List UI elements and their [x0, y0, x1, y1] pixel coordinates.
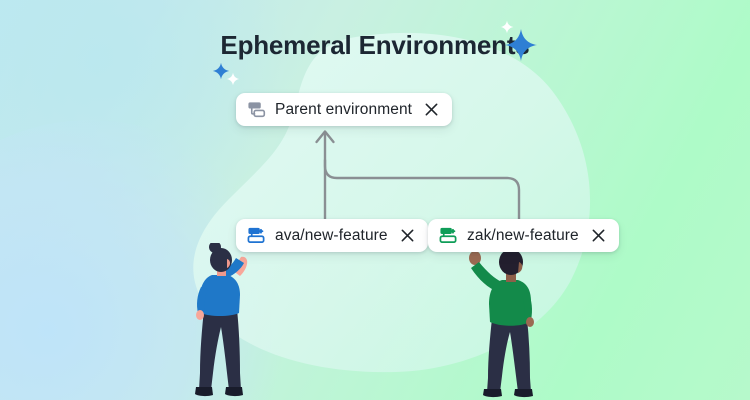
background-wash-bottom-left — [0, 120, 300, 400]
person-illustration-left — [195, 243, 248, 397]
close-icon[interactable] — [424, 102, 439, 117]
sparkle-icon-blue-small — [212, 62, 230, 80]
node-parent-environment[interactable]: Parent environment — [236, 93, 453, 126]
branch-environment-icon — [248, 102, 266, 118]
branch-add-icon — [439, 227, 457, 244]
node-label: zak/new-feature — [467, 226, 579, 244]
connector-zak-to-parent — [323, 158, 521, 222]
node-label: ava/new-feature — [275, 226, 388, 244]
node-label: Parent environment — [275, 100, 413, 118]
close-icon[interactable] — [400, 228, 415, 243]
arrowhead-parent — [315, 130, 335, 144]
branch-add-icon — [247, 227, 265, 244]
close-icon[interactable] — [591, 228, 606, 243]
node-ava-new-feature[interactable]: ava/new-feature — [236, 219, 428, 252]
page-title: Ephemeral Environments — [220, 30, 530, 60]
person-illustration-right — [469, 249, 534, 398]
node-zak-new-feature[interactable]: zak/new-feature — [428, 219, 619, 252]
sparkle-icon-white-small-left — [226, 72, 240, 86]
